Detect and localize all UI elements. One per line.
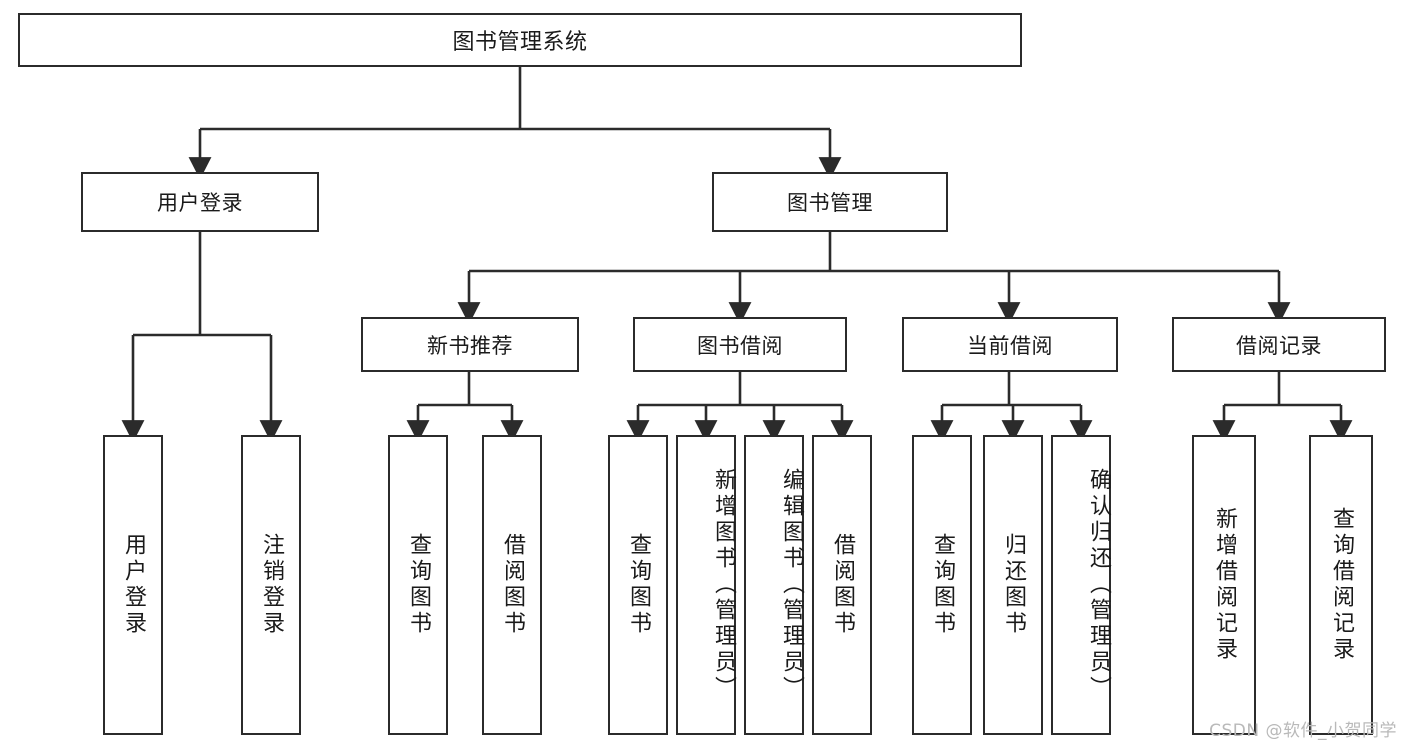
node-label: 用户登录 <box>121 533 146 637</box>
node-label: 归还图书 <box>1001 533 1026 637</box>
node-user-login[interactable]: 用户登录 <box>81 172 319 232</box>
node-label: 查询图书 <box>626 533 651 637</box>
node-label: 查询图书 <box>930 533 955 637</box>
csdn-watermark: CSDN @软件_小贺同学 <box>1209 721 1397 741</box>
node-label: 确认归还（管理员） <box>1086 468 1111 702</box>
node-label: 新书推荐 <box>427 333 513 358</box>
node-label: 编辑图书（管理员） <box>779 468 804 702</box>
node-current-borrow[interactable]: 当前借阅 <box>902 317 1118 372</box>
node-label: 查询借阅记录 <box>1329 507 1354 663</box>
node-label: 图书管理 <box>787 191 873 215</box>
node-label: 当前借阅 <box>967 333 1053 358</box>
node-label: 查询图书 <box>406 533 431 637</box>
node-label: 图书借阅 <box>697 333 783 358</box>
leaf-borrow-book-newbook[interactable]: 借阅图书 <box>482 435 542 735</box>
leaf-query-borrow-record[interactable]: 查询借阅记录 <box>1309 435 1373 735</box>
node-new-book-recommend[interactable]: 新书推荐 <box>361 317 579 372</box>
node-label: 借阅图书 <box>500 533 525 637</box>
node-label: 新增图书（管理员） <box>711 468 736 702</box>
leaf-edit-book-admin[interactable]: 编辑图书（管理员） <box>744 435 804 735</box>
node-label: 新增借阅记录 <box>1212 507 1237 663</box>
node-label: 注销登录 <box>259 533 284 637</box>
leaf-add-borrow-record[interactable]: 新增借阅记录 <box>1192 435 1256 735</box>
node-book-borrow[interactable]: 图书借阅 <box>633 317 847 372</box>
leaf-add-book-admin[interactable]: 新增图书（管理员） <box>676 435 736 735</box>
node-label: 用户登录 <box>157 191 243 215</box>
node-borrow-record[interactable]: 借阅记录 <box>1172 317 1386 372</box>
leaf-return-book[interactable]: 归还图书 <box>983 435 1043 735</box>
leaf-user-login[interactable]: 用户登录 <box>103 435 163 735</box>
leaf-lend-book[interactable]: 借阅图书 <box>812 435 872 735</box>
leaf-query-book-borrow[interactable]: 查询图书 <box>608 435 668 735</box>
leaf-query-book-current[interactable]: 查询图书 <box>912 435 972 735</box>
node-label: 借阅图书 <box>830 533 855 637</box>
node-book-management[interactable]: 图书管理 <box>712 172 948 232</box>
node-label: 图书管理系统 <box>452 30 588 55</box>
leaf-user-logout[interactable]: 注销登录 <box>241 435 301 735</box>
leaf-query-book-newbook[interactable]: 查询图书 <box>388 435 448 735</box>
node-root-system[interactable]: 图书管理系统 <box>18 13 1022 67</box>
leaf-confirm-return-admin[interactable]: 确认归还（管理员） <box>1051 435 1111 735</box>
node-label: 借阅记录 <box>1236 333 1322 358</box>
